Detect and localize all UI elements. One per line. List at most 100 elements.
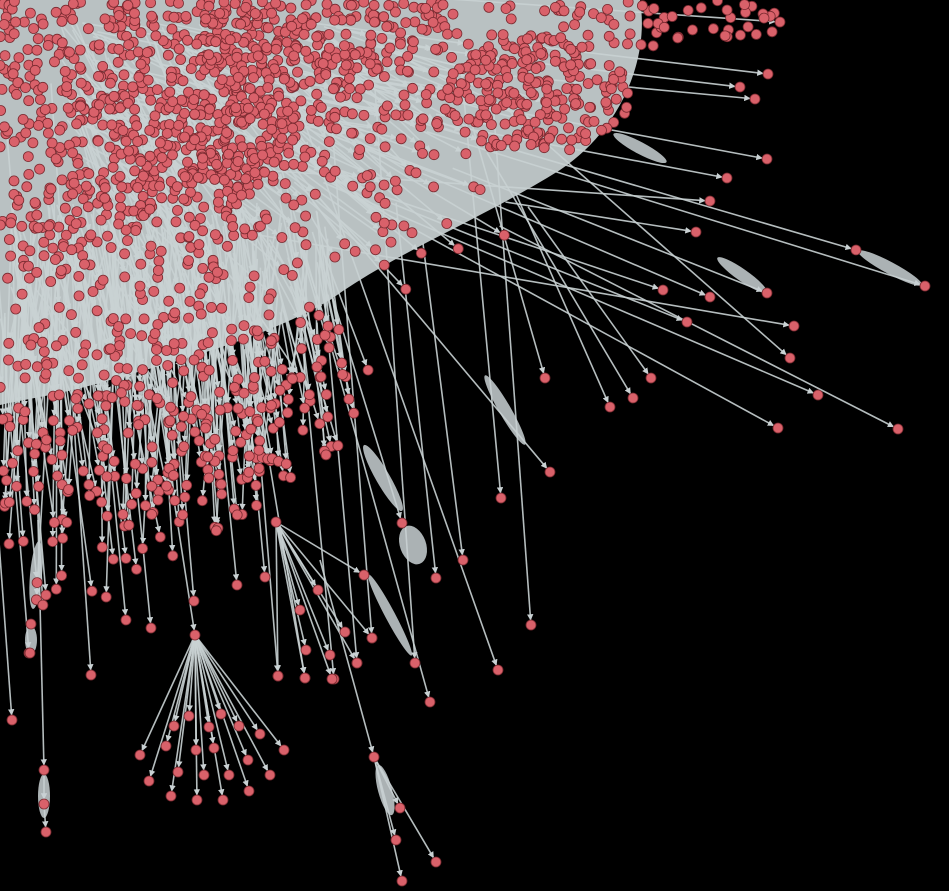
peripheral-node[interactable] bbox=[244, 113, 256, 124]
hub-node[interactable] bbox=[70, 218, 82, 230]
hub-node[interactable] bbox=[522, 33, 533, 45]
hub-node[interactable] bbox=[32, 222, 44, 234]
peripheral-node[interactable] bbox=[134, 380, 146, 392]
peripheral-node[interactable] bbox=[379, 197, 391, 209]
cluster-node[interactable] bbox=[584, 101, 596, 113]
peripheral-node[interactable] bbox=[409, 657, 421, 669]
peripheral-node[interactable] bbox=[300, 210, 312, 222]
hub-node[interactable] bbox=[344, 83, 356, 94]
peripheral-node[interactable] bbox=[99, 182, 111, 194]
peripheral-node[interactable] bbox=[492, 664, 504, 676]
peripheral-node[interactable] bbox=[320, 449, 332, 461]
hub-node[interactable] bbox=[204, 103, 216, 115]
peripheral-node[interactable] bbox=[299, 402, 311, 414]
hub-node[interactable] bbox=[311, 31, 323, 43]
cluster-node[interactable] bbox=[563, 122, 574, 134]
hub-node[interactable] bbox=[47, 242, 59, 254]
hub-node[interactable] bbox=[569, 19, 580, 31]
peripheral-node[interactable] bbox=[761, 287, 773, 299]
peripheral-node[interactable] bbox=[485, 119, 497, 130]
peripheral-node[interactable] bbox=[178, 193, 190, 205]
peripheral-node[interactable] bbox=[172, 204, 183, 216]
hub-node[interactable] bbox=[46, 137, 58, 149]
peripheral-node[interactable] bbox=[349, 245, 361, 257]
fan-node[interactable] bbox=[351, 657, 363, 669]
peripheral-node[interactable] bbox=[812, 389, 824, 401]
hub-node[interactable] bbox=[329, 14, 341, 26]
peripheral-node[interactable] bbox=[57, 532, 69, 544]
peripheral-node[interactable] bbox=[657, 284, 669, 296]
peripheral-node[interactable] bbox=[381, 100, 393, 112]
peripheral-node[interactable] bbox=[278, 73, 290, 85]
peripheral-node[interactable] bbox=[364, 133, 376, 144]
hub-node[interactable] bbox=[162, 49, 174, 61]
hub-node[interactable] bbox=[565, 43, 577, 55]
peripheral-node[interactable] bbox=[681, 316, 693, 328]
sub-hub-node[interactable] bbox=[189, 629, 201, 641]
peripheral-node[interactable] bbox=[206, 327, 218, 339]
hub-node[interactable] bbox=[312, 115, 324, 127]
fan-node[interactable] bbox=[233, 720, 245, 732]
peripheral-node[interactable] bbox=[265, 365, 277, 377]
peripheral-node[interactable] bbox=[133, 419, 145, 431]
peripheral-node[interactable] bbox=[149, 110, 161, 122]
peripheral-node[interactable] bbox=[63, 365, 75, 377]
hub-node[interactable] bbox=[144, 124, 156, 136]
peripheral-node[interactable] bbox=[110, 375, 122, 386]
peripheral-node[interactable] bbox=[276, 132, 288, 144]
hub-node[interactable] bbox=[262, 22, 274, 34]
peripheral-node[interactable] bbox=[259, 166, 270, 178]
peripheral-node[interactable] bbox=[232, 72, 244, 83]
hub-node[interactable] bbox=[150, 30, 162, 42]
hub-node[interactable] bbox=[146, 10, 158, 22]
peripheral-node[interactable] bbox=[137, 364, 149, 376]
peripheral-node[interactable] bbox=[193, 435, 205, 447]
hub-node[interactable] bbox=[0, 84, 8, 95]
cluster-node[interactable] bbox=[535, 48, 547, 59]
hub-node[interactable] bbox=[437, 0, 449, 11]
hub-node[interactable] bbox=[427, 16, 439, 28]
cluster-node[interactable] bbox=[525, 139, 537, 150]
peripheral-node[interactable] bbox=[278, 264, 290, 276]
hub-node[interactable] bbox=[270, 0, 281, 9]
peripheral-node[interactable] bbox=[209, 229, 221, 241]
peripheral-node[interactable] bbox=[151, 393, 163, 404]
hub-node[interactable] bbox=[420, 2, 432, 14]
hub-node[interactable] bbox=[624, 28, 636, 40]
peripheral-node[interactable] bbox=[47, 415, 59, 427]
peripheral-node[interactable] bbox=[25, 339, 37, 351]
hub-node[interactable] bbox=[27, 137, 39, 149]
peripheral-node[interactable] bbox=[154, 531, 166, 543]
cluster-node[interactable] bbox=[506, 58, 518, 69]
fan-node[interactable] bbox=[168, 720, 180, 732]
cluster-node[interactable] bbox=[509, 140, 520, 152]
peripheral-node[interactable] bbox=[188, 94, 200, 105]
hub-node[interactable] bbox=[55, 265, 67, 276]
peripheral-node[interactable] bbox=[123, 39, 135, 51]
peripheral-node[interactable] bbox=[138, 313, 150, 325]
hub-node[interactable] bbox=[378, 11, 390, 23]
hub-node[interactable] bbox=[0, 60, 6, 71]
hub-node[interactable] bbox=[88, 106, 100, 118]
peripheral-node[interactable] bbox=[243, 466, 255, 478]
hub-node[interactable] bbox=[72, 157, 84, 169]
peripheral-node[interactable] bbox=[291, 257, 303, 269]
peripheral-node[interactable] bbox=[238, 387, 250, 399]
hub-node[interactable] bbox=[60, 229, 72, 241]
hub-node[interactable] bbox=[0, 31, 6, 43]
peripheral-node[interactable] bbox=[3, 496, 15, 508]
peripheral-node[interactable] bbox=[132, 136, 144, 147]
peripheral-node[interactable] bbox=[287, 134, 299, 146]
hub-node[interactable] bbox=[83, 168, 95, 180]
peripheral-node[interactable] bbox=[182, 156, 193, 168]
peripheral-node[interactable] bbox=[224, 34, 236, 46]
peripheral-node[interactable] bbox=[189, 426, 201, 438]
hub-node[interactable] bbox=[214, 7, 226, 19]
hub-node[interactable] bbox=[257, 0, 268, 8]
peripheral-node[interactable] bbox=[276, 363, 288, 375]
peripheral-node[interactable] bbox=[197, 262, 209, 274]
hub-node[interactable] bbox=[346, 0, 357, 11]
peripheral-node[interactable] bbox=[119, 248, 130, 260]
peripheral-node[interactable] bbox=[226, 192, 238, 204]
peripheral-node[interactable] bbox=[265, 335, 277, 347]
